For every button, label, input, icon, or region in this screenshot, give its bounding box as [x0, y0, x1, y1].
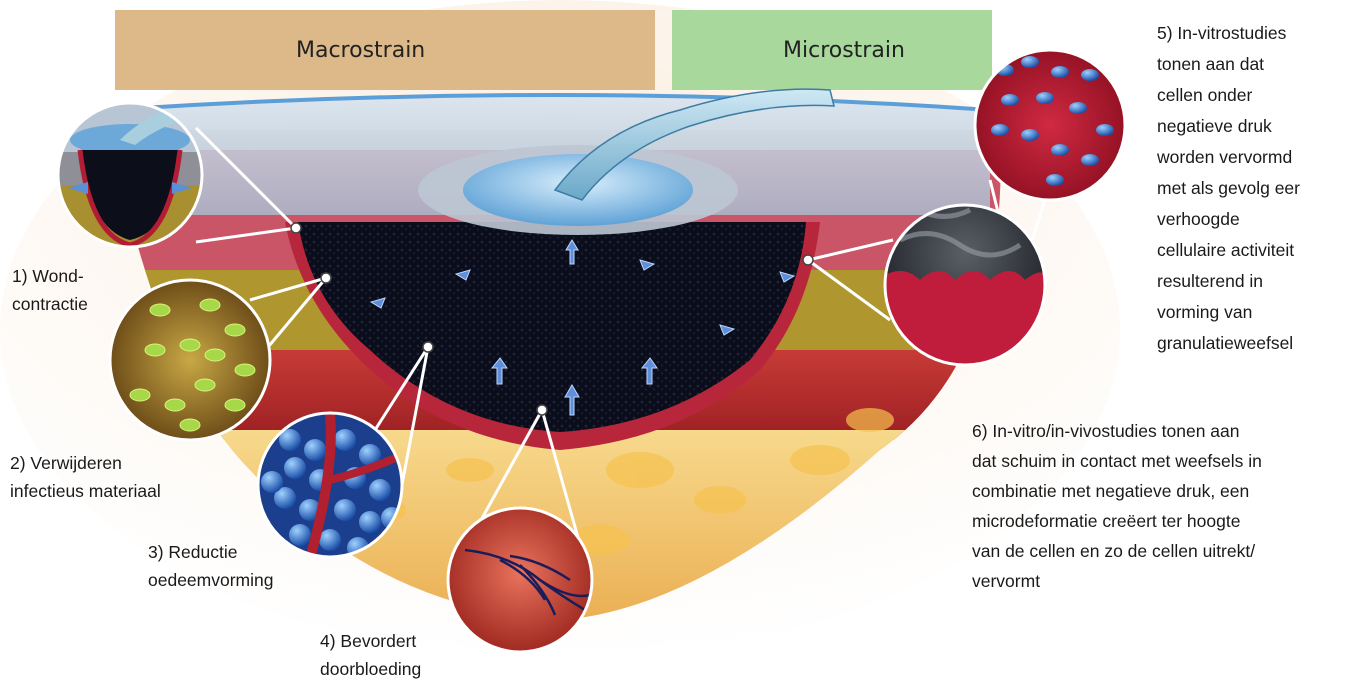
label-line: 6) In-vitro/in-vivostudies tonen aan: [972, 416, 1262, 446]
label-line: vorming van: [1157, 297, 1300, 328]
label-line: 2) Verwijderen: [10, 449, 161, 477]
label-line: 3) Reductie: [148, 538, 273, 566]
zoom-cell-deformation: [975, 50, 1125, 200]
label-in-vitro: 5) In-vitrostudies tonen aan dat cellen …: [1157, 18, 1300, 359]
label-line: infectieus materiaal: [10, 477, 161, 505]
zoom-infectious-material: [110, 280, 270, 440]
label-line: granulatieweefsel: [1157, 328, 1300, 359]
label-perfusion: 4) Bevordert doorbloeding: [320, 627, 421, 683]
label-line: negatieve druk: [1157, 111, 1300, 142]
zoom-edema-reduction: [258, 413, 403, 559]
label-line: doorbloeding: [320, 655, 421, 683]
zoom-perfusion: [448, 508, 592, 652]
label-line: met als gevolg eer: [1157, 173, 1300, 204]
label-infectious-removal: 2) Verwijderen infectieus materiaal: [10, 449, 161, 505]
label-line: worden vervormd: [1157, 142, 1300, 173]
label-line: combinatie met negatieve druk, een: [972, 476, 1262, 506]
label-line: verhoogde: [1157, 204, 1300, 235]
label-wound-contraction: 1) Wond- contractie: [12, 262, 88, 318]
microstrain-heading: Microstrain: [783, 38, 905, 63]
label-line: tonen aan dat: [1157, 49, 1300, 80]
label-edema-reduction: 3) Reductie oedeemvorming: [148, 538, 273, 594]
label-line: cellulaire activiteit: [1157, 235, 1300, 266]
label-line: 1) Wond-: [12, 262, 88, 290]
label-line: van de cellen en zo de cellen uitrekt/: [972, 536, 1262, 566]
label-line: oedeemvorming: [148, 566, 273, 594]
label-line: contractie: [12, 290, 88, 318]
label-line: cellen onder: [1157, 80, 1300, 111]
macrostrain-heading: Macrostrain: [296, 38, 425, 63]
label-line: microdeformatie creëert ter hoogte: [972, 506, 1262, 536]
label-line: resulterend in: [1157, 266, 1300, 297]
label-line: 4) Bevordert: [320, 627, 421, 655]
label-line: 5) In-vitrostudies: [1157, 18, 1300, 49]
label-line: dat schuim in contact met weefsels in: [972, 446, 1262, 476]
label-line: vervormt: [972, 566, 1262, 596]
label-in-vivo: 6) In-vitro/in-vivostudies tonen aan dat…: [972, 416, 1262, 596]
